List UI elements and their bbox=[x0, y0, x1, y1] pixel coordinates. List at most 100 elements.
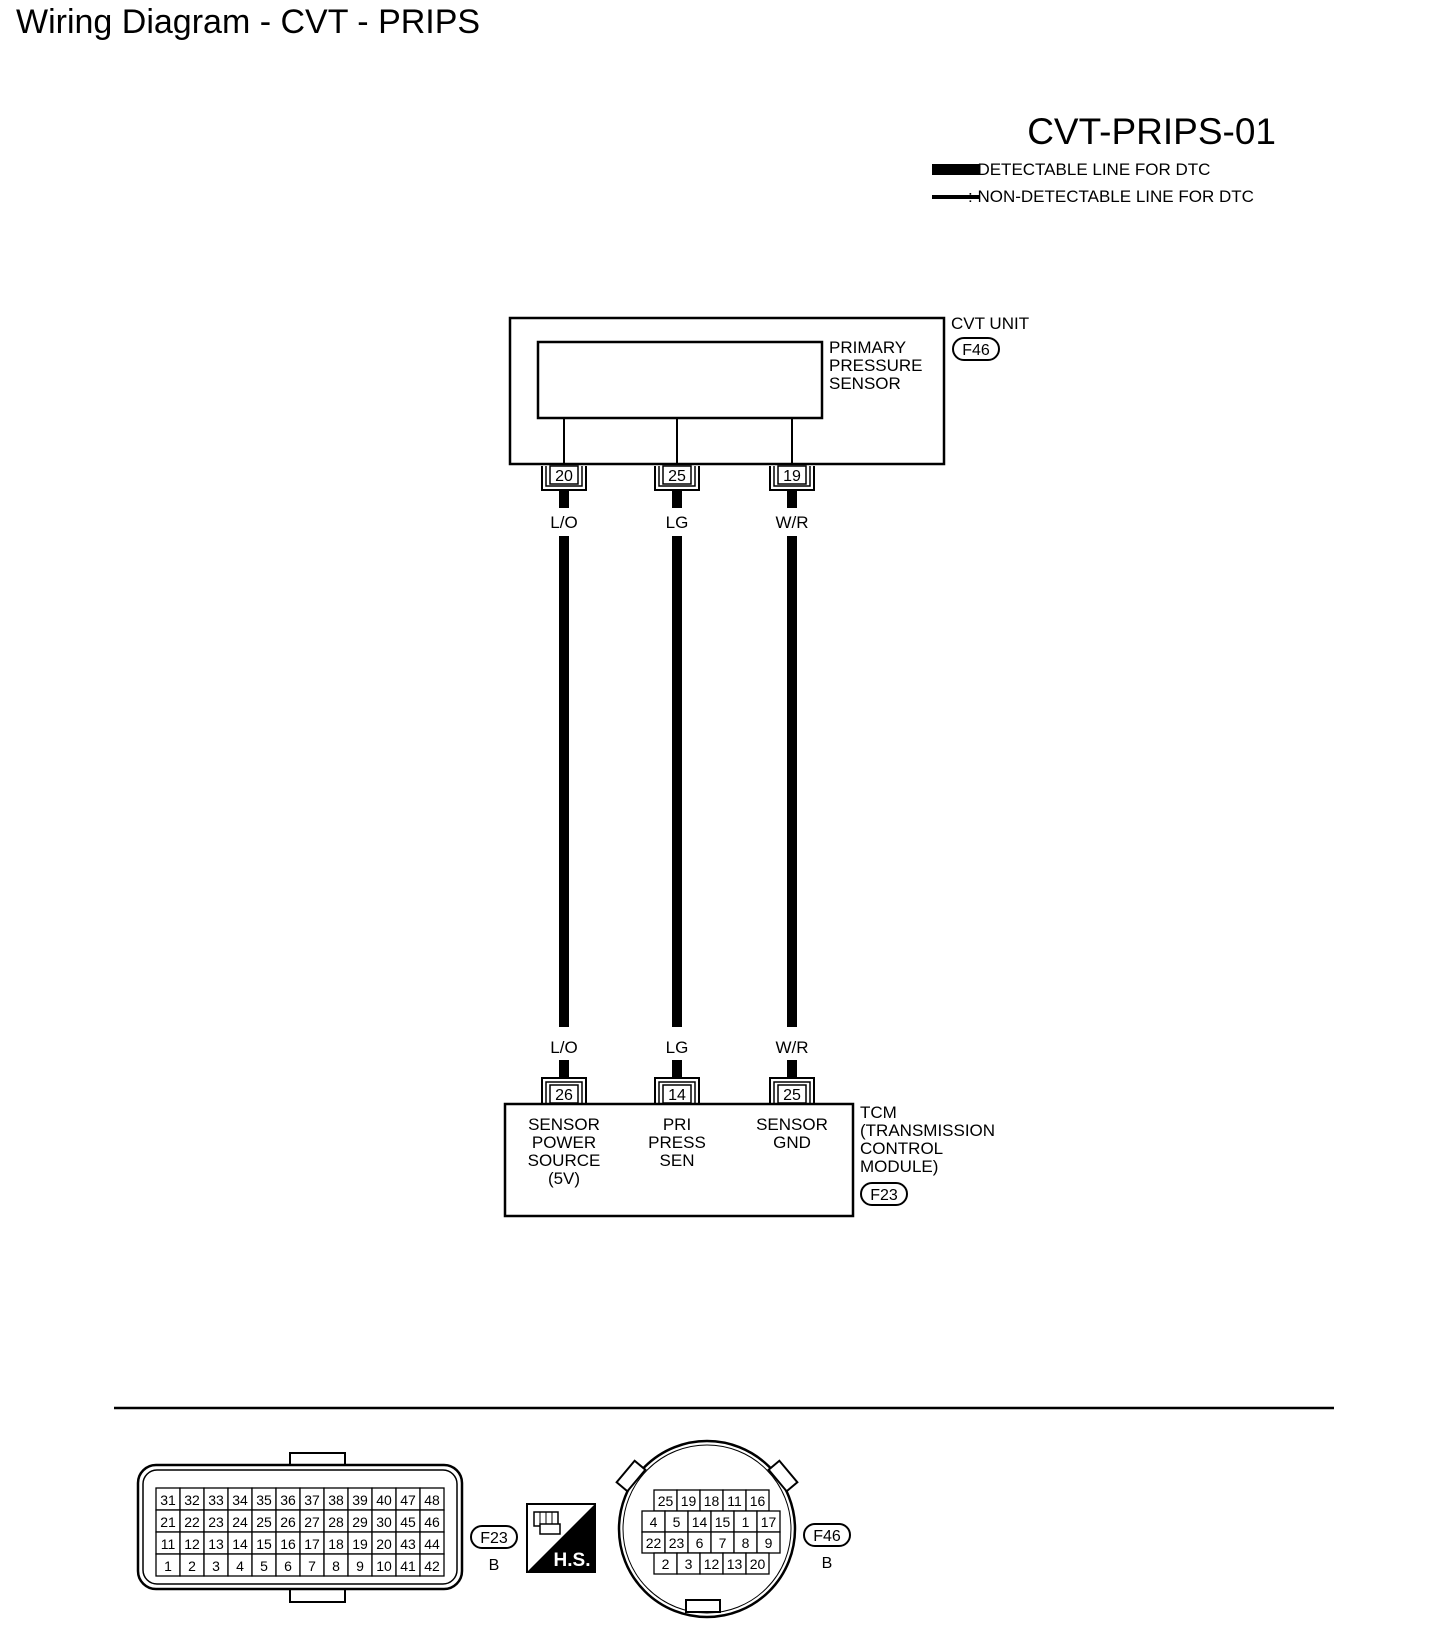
connector-pin-number: 6 bbox=[284, 1558, 292, 1574]
tcm-name-line: (TRANSMISSION bbox=[860, 1121, 995, 1140]
connector-pin-number: 36 bbox=[280, 1492, 296, 1508]
connector-pin-number: 46 bbox=[424, 1514, 440, 1530]
terminal-label: PRESS bbox=[648, 1133, 706, 1152]
f23-connector-badge bbox=[860, 1182, 908, 1206]
connector-pin-number: 37 bbox=[304, 1492, 320, 1508]
connector-pin-number: 32 bbox=[184, 1492, 200, 1508]
connector-pin-number: 17 bbox=[304, 1536, 320, 1552]
connector-pin-number: 33 bbox=[208, 1492, 224, 1508]
f46-connector-id: F46 bbox=[962, 342, 990, 359]
connector-pin-number: 2 bbox=[662, 1556, 670, 1572]
connector-pin-number: 12 bbox=[184, 1536, 200, 1552]
connector-pin-number: 16 bbox=[280, 1536, 296, 1552]
legend-non-detectable: : NON-DETECTABLE LINE FOR DTC bbox=[932, 187, 1254, 207]
legend-thick-line-swatch bbox=[932, 164, 980, 175]
connector-pin-number: 11 bbox=[161, 1536, 176, 1552]
connector-pin-number: 23 bbox=[208, 1514, 224, 1530]
tcm-box bbox=[503, 1102, 855, 1218]
connector-pin-number: 9 bbox=[765, 1535, 773, 1551]
connector-pin-number: 45 bbox=[400, 1514, 416, 1530]
cvt-pin-25: 25 bbox=[654, 465, 700, 491]
connector-pin-number: 9 bbox=[356, 1558, 364, 1574]
primary-pressure-sensor-box bbox=[536, 340, 824, 420]
connector-pin-number: 30 bbox=[376, 1514, 392, 1530]
tcm-pin-25: 25 bbox=[769, 1077, 815, 1104]
connector-pin-number: 25 bbox=[256, 1514, 272, 1530]
connector-pin-number: 13 bbox=[727, 1556, 743, 1572]
f23-connector-id: F23 bbox=[870, 1187, 898, 1204]
connector-pin-number: 40 bbox=[376, 1492, 392, 1508]
connector-pin-number: 43 bbox=[400, 1536, 416, 1552]
harness-side-symbol: H.S. bbox=[526, 1503, 596, 1573]
connector-pin-number: 3 bbox=[212, 1558, 220, 1574]
connector-pin-number: 18 bbox=[704, 1493, 720, 1509]
connector-pin-cell bbox=[745, 1552, 770, 1575]
connector-pin-number: 21 bbox=[160, 1514, 176, 1530]
connector-pin-number: 8 bbox=[332, 1558, 340, 1574]
tcm-pin-number: 25 bbox=[783, 1087, 801, 1104]
connector-pin-number: 39 bbox=[352, 1492, 368, 1508]
terminal-label: PRI bbox=[663, 1115, 691, 1134]
legend-non-detectable-text: : NON-DETECTABLE LINE FOR DTC bbox=[968, 187, 1254, 206]
tcm-name-line: CONTROL bbox=[860, 1139, 943, 1158]
connector-pin-number: 12 bbox=[704, 1556, 720, 1572]
f23-view-badge bbox=[470, 1525, 518, 1549]
tcm-name-line: TCM bbox=[860, 1103, 897, 1122]
wire-lo: L/O L/O bbox=[550, 490, 578, 1078]
connector-pin-number: 31 bbox=[160, 1492, 176, 1508]
connector-pin-number: 24 bbox=[232, 1514, 248, 1530]
terminal-label: GND bbox=[773, 1133, 811, 1152]
wire-color-top: L/O bbox=[550, 513, 577, 532]
connector-pin-number: 22 bbox=[646, 1535, 662, 1551]
f46-connector-color: B bbox=[822, 1555, 833, 1572]
connector-pin-number: 48 bbox=[424, 1492, 440, 1508]
connector-pin-number: 44 bbox=[424, 1536, 440, 1552]
connector-pin-number: 5 bbox=[673, 1514, 681, 1530]
f46-view-id: F46 bbox=[813, 1528, 841, 1545]
connector-pin-number: 38 bbox=[328, 1492, 344, 1508]
connector-pin-number: 16 bbox=[750, 1493, 766, 1509]
connector-pin-number: 2 bbox=[188, 1558, 196, 1574]
connector-pin-number: 34 bbox=[232, 1492, 248, 1508]
connector-pin-number: 19 bbox=[681, 1493, 697, 1509]
connector-pin-number: 4 bbox=[650, 1514, 658, 1530]
tcm: SENSOR POWER SOURCE (5V) PRI PRESS SEN S… bbox=[503, 1102, 995, 1218]
cvt-pin-number: 19 bbox=[783, 468, 801, 485]
connector-pin-number: 13 bbox=[208, 1536, 224, 1552]
terminal-label: SENSOR bbox=[528, 1115, 600, 1134]
connector-pin-number: 22 bbox=[184, 1514, 200, 1530]
connector-pin-number: 41 bbox=[400, 1558, 416, 1574]
connector-pin-number: 10 bbox=[376, 1558, 392, 1574]
cvt-pin-19: 19 bbox=[769, 465, 815, 491]
connector-pin-number: 15 bbox=[256, 1536, 272, 1552]
tcm-pin-26: 26 bbox=[541, 1077, 587, 1104]
sensor-label-line-3: SENSOR bbox=[829, 374, 901, 393]
connector-pin-number: 25 bbox=[658, 1493, 674, 1509]
connector-pin-number: 6 bbox=[696, 1535, 704, 1551]
connector-pin-number: 29 bbox=[352, 1514, 368, 1530]
connector-pin-number: 27 bbox=[304, 1514, 320, 1530]
hs-label: H.S. bbox=[554, 1550, 591, 1571]
terminal-label: SOURCE bbox=[528, 1151, 601, 1170]
legend-thin-line-swatch bbox=[932, 195, 980, 199]
wire-color-bottom: L/O bbox=[550, 1038, 577, 1057]
connector-pin-number: 47 bbox=[400, 1492, 416, 1508]
cvt-pin-20: 20 bbox=[541, 465, 587, 491]
wire-lg: LG LG bbox=[666, 490, 689, 1078]
cvt-unit-box bbox=[508, 316, 946, 466]
connector-pin-number: 7 bbox=[308, 1558, 316, 1574]
wire-wr: W/R W/R bbox=[775, 490, 809, 1078]
sensor-label-line-1: PRIMARY bbox=[829, 338, 906, 357]
connector-pin-number: 1 bbox=[742, 1514, 750, 1530]
wire-color-bottom: LG bbox=[666, 1038, 689, 1057]
cvt-pin-number: 20 bbox=[555, 468, 573, 485]
connector-pin-number: 19 bbox=[352, 1536, 368, 1552]
wire-color-top: W/R bbox=[775, 513, 808, 532]
connector-pin-number: 1 bbox=[164, 1558, 172, 1574]
terminal-label: SEN bbox=[660, 1151, 695, 1170]
tcm-pin-number: 14 bbox=[668, 1087, 686, 1104]
terminal-label: POWER bbox=[532, 1133, 596, 1152]
terminal-label: SENSOR bbox=[756, 1115, 828, 1134]
